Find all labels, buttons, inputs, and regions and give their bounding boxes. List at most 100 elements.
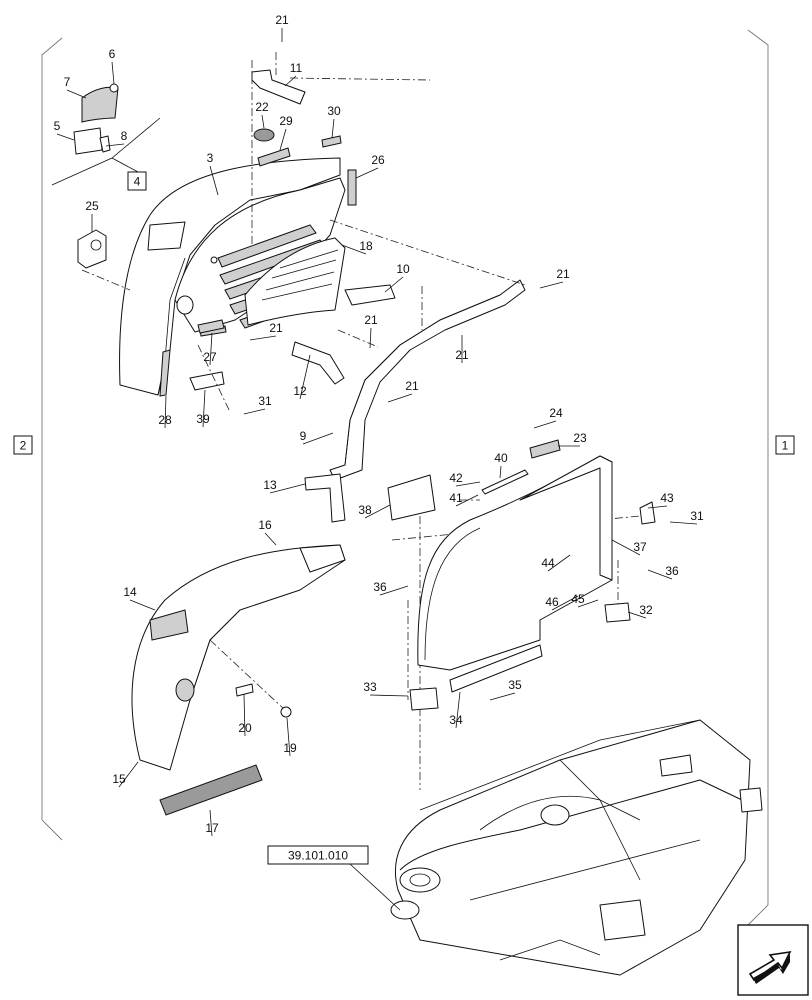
svg-text:39.101.010: 39.101.010 bbox=[288, 849, 348, 863]
callout-36: 36 bbox=[665, 564, 679, 578]
callout-leader bbox=[384, 276, 404, 293]
reference-box[interactable]: 39.101.010 bbox=[267, 845, 369, 865]
frame-9 bbox=[329, 279, 526, 481]
callout-19: 19 bbox=[283, 741, 297, 755]
callout-13: 13 bbox=[263, 478, 277, 492]
callout-21: 21 bbox=[556, 267, 570, 281]
callout-38: 38 bbox=[358, 503, 372, 517]
plug-19 bbox=[280, 706, 292, 718]
callout-34: 34 bbox=[449, 713, 463, 727]
callout-leader bbox=[299, 354, 311, 400]
boxed-label-1[interactable]: 1 bbox=[775, 435, 795, 455]
callout-21: 21 bbox=[275, 13, 289, 27]
callout-leader bbox=[129, 599, 156, 611]
callout-leader bbox=[249, 335, 277, 341]
boxed-label-2[interactable]: 2 bbox=[13, 435, 33, 455]
callout-leader bbox=[647, 569, 673, 580]
callout-leader bbox=[105, 143, 125, 147]
callout-leader bbox=[669, 521, 698, 525]
callout-leader bbox=[341, 244, 367, 255]
louver-panel-18 bbox=[244, 237, 346, 326]
callout-20: 20 bbox=[238, 721, 252, 735]
callout-29: 29 bbox=[279, 114, 293, 128]
callout-31: 31 bbox=[258, 394, 272, 408]
callout-21: 21 bbox=[269, 321, 283, 335]
callout-leader bbox=[279, 128, 287, 151]
callout-26: 26 bbox=[371, 153, 385, 167]
callout-leader bbox=[647, 505, 668, 509]
callout-17: 17 bbox=[205, 821, 219, 835]
callout-leader bbox=[111, 61, 115, 85]
callout-leader bbox=[379, 585, 409, 596]
callout-28: 28 bbox=[158, 413, 172, 427]
callout-21: 21 bbox=[405, 379, 419, 393]
callout-leader bbox=[455, 494, 479, 507]
callout-30: 30 bbox=[327, 104, 341, 118]
callout-35: 35 bbox=[508, 678, 522, 692]
callout-leader bbox=[547, 554, 571, 572]
callout-leader bbox=[577, 599, 599, 608]
reference-leader bbox=[349, 863, 401, 911]
callout-leader bbox=[286, 717, 291, 757]
callout-leader bbox=[539, 281, 564, 289]
clamp-23 bbox=[529, 439, 561, 459]
callout-39: 39 bbox=[196, 412, 210, 426]
callout-7: 7 bbox=[64, 75, 71, 89]
plate-33 bbox=[409, 687, 439, 711]
callout-27: 27 bbox=[203, 350, 217, 364]
svg-text:2: 2 bbox=[20, 439, 27, 453]
arrow-icon[interactable] bbox=[737, 924, 809, 996]
pin-20 bbox=[235, 683, 254, 697]
callout-8: 8 bbox=[121, 129, 128, 143]
upper-frame bbox=[390, 719, 763, 976]
strip-30 bbox=[321, 135, 342, 148]
callout-leader bbox=[369, 327, 372, 349]
callout-31: 31 bbox=[690, 509, 704, 523]
callout-37: 37 bbox=[633, 540, 647, 554]
latch-25 bbox=[77, 229, 107, 269]
bracket-38 bbox=[387, 474, 436, 521]
bracket-43 bbox=[639, 501, 656, 525]
callout-leader bbox=[489, 692, 516, 701]
callout-leader bbox=[269, 483, 306, 494]
group-bracket-4 bbox=[51, 117, 161, 186]
callout-6: 6 bbox=[109, 47, 116, 61]
callout-leader bbox=[499, 465, 502, 479]
bracket-13 bbox=[304, 473, 346, 523]
callout-leader bbox=[387, 393, 413, 403]
callout-46: 46 bbox=[545, 595, 559, 609]
callout-10: 10 bbox=[396, 262, 410, 276]
callout-23: 23 bbox=[573, 431, 587, 445]
callout-leaders bbox=[56, 28, 698, 837]
right-bracket bbox=[747, 29, 769, 926]
callout-36: 36 bbox=[373, 580, 387, 594]
bracket-39 bbox=[189, 371, 225, 391]
callout-labels: 3567891011121314151617181920212121212121… bbox=[54, 13, 704, 835]
callout-9: 9 bbox=[300, 429, 307, 443]
bracket-5 bbox=[73, 127, 103, 155]
callout-leader bbox=[355, 167, 379, 179]
callout-25: 25 bbox=[85, 199, 99, 213]
strip-29 bbox=[257, 147, 291, 167]
callout-leader bbox=[264, 532, 277, 546]
callout-40: 40 bbox=[494, 451, 508, 465]
callout-leader bbox=[611, 539, 641, 556]
callout-leader bbox=[364, 504, 391, 519]
fender-14 bbox=[131, 544, 346, 771]
boxed-label-4[interactable]: 4 bbox=[127, 171, 147, 191]
pad-22 bbox=[253, 128, 275, 142]
callout-leader bbox=[455, 691, 461, 729]
callout-leader bbox=[209, 165, 219, 196]
callout-14: 14 bbox=[123, 585, 137, 599]
callout-leader bbox=[261, 114, 265, 129]
strip-26 bbox=[347, 169, 357, 206]
callout-leader bbox=[331, 118, 335, 139]
callout-leader bbox=[66, 89, 87, 99]
callout-leader bbox=[243, 693, 246, 737]
callout-leader bbox=[243, 408, 266, 415]
callout-24: 24 bbox=[549, 406, 563, 420]
callout-41: 41 bbox=[449, 491, 463, 505]
bracket-12 bbox=[291, 341, 345, 385]
callout-12: 12 bbox=[293, 384, 307, 398]
